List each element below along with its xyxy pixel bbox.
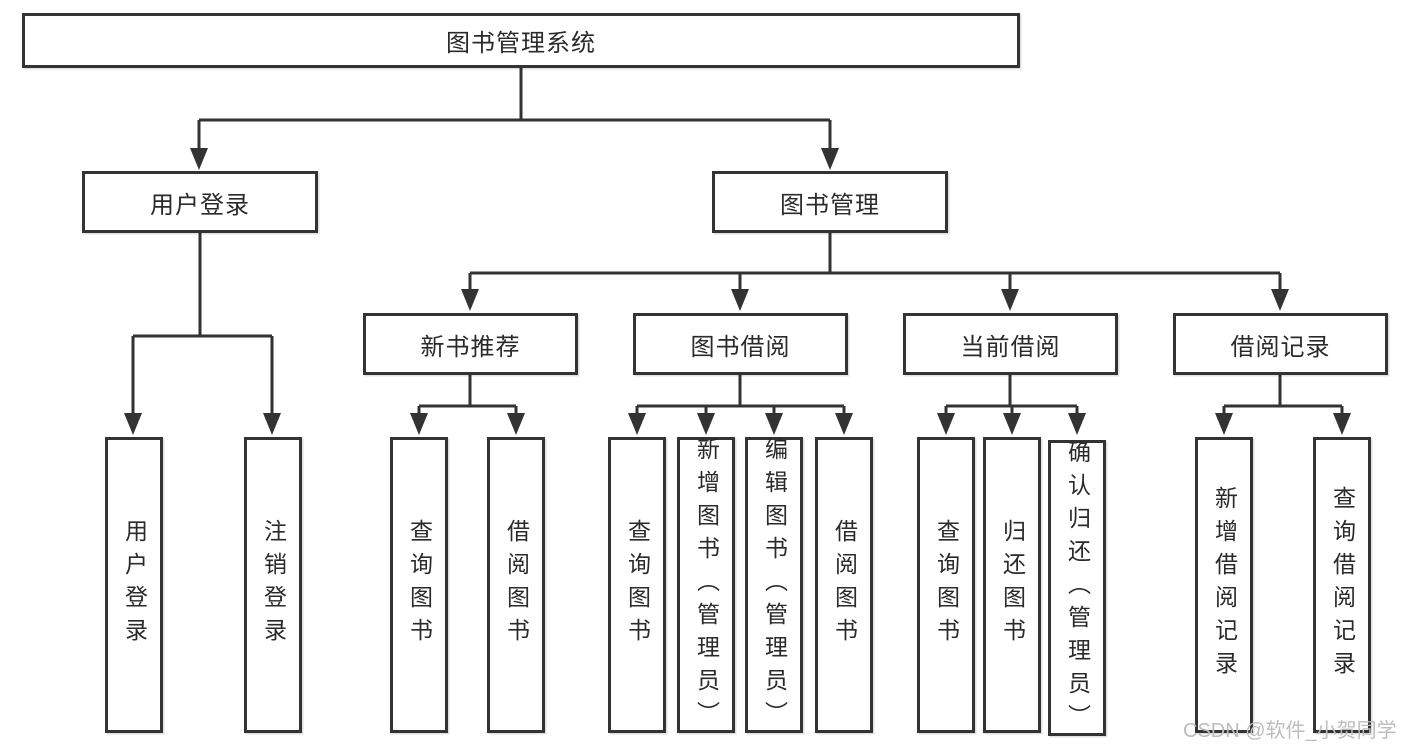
leaf-add-borrow-record: 新增借阅记录 xyxy=(1195,437,1253,733)
leaf-borrow-books: 借阅图书 xyxy=(815,437,873,733)
leaf-label: 归还图书 xyxy=(999,519,1026,651)
arrow-icon xyxy=(835,413,853,435)
leaf-confirm-return-admin: 确认归还（管理员） xyxy=(1048,439,1106,737)
leaf-query-books-borrow: 查询图书 xyxy=(608,437,666,733)
arrow-icon xyxy=(765,413,783,435)
leaf-logout: 注销登录 xyxy=(244,437,302,733)
node-book-borrowing: 图书借阅 xyxy=(633,313,848,375)
leaf-label: 编辑图书（管理员） xyxy=(761,436,788,734)
node-library-management-system: 图书管理系统 xyxy=(22,13,1020,68)
leaf-borrow-books-recommend: 借阅图书 xyxy=(487,437,545,733)
leaf-label: 新增图书（管理员） xyxy=(693,436,720,734)
leaf-return-books: 归还图书 xyxy=(983,437,1041,733)
arrow-icon xyxy=(1003,413,1021,435)
leaf-query-borrow-record: 查询借阅记录 xyxy=(1313,437,1371,733)
leaf-label: 注销登录 xyxy=(260,519,287,651)
arrow-icon xyxy=(461,289,479,311)
leaf-label: 查询图书 xyxy=(624,519,651,651)
arrow-icon xyxy=(1215,413,1233,435)
leaf-label: 确认归还（管理员） xyxy=(1064,439,1091,737)
arrow-icon xyxy=(1333,413,1351,435)
arrow-icon xyxy=(263,413,281,435)
leaf-label: 借阅图书 xyxy=(503,519,530,651)
node-borrowing-records: 借阅记录 xyxy=(1173,313,1388,375)
arrow-icon xyxy=(124,413,142,435)
leaf-label: 查询图书 xyxy=(933,519,960,651)
arrow-icon xyxy=(731,289,749,311)
watermark: CSDN @软件_小贺同学 xyxy=(1183,720,1397,742)
leaf-label: 借阅图书 xyxy=(831,519,858,651)
leaf-label: 用户登录 xyxy=(121,519,148,651)
arrow-icon xyxy=(1001,289,1019,311)
leaf-add-books-admin: 新增图书（管理员） xyxy=(677,436,735,734)
leaf-query-books-recommend: 查询图书 xyxy=(390,437,448,733)
leaf-label: 查询借阅记录 xyxy=(1329,486,1356,684)
arrow-icon xyxy=(190,148,208,170)
arrow-icon xyxy=(1271,289,1289,311)
node-current-borrowing: 当前借阅 xyxy=(903,313,1118,375)
leaf-user-login: 用户登录 xyxy=(105,437,163,733)
arrow-icon xyxy=(410,413,428,435)
leaf-edit-books-admin: 编辑图书（管理员） xyxy=(745,436,803,734)
node-user-login: 用户登录 xyxy=(82,171,318,233)
node-book-management: 图书管理 xyxy=(712,171,948,233)
arrow-icon xyxy=(937,413,955,435)
arrow-icon xyxy=(628,413,646,435)
node-new-book-recommendation: 新书推荐 xyxy=(363,313,578,375)
arrow-icon xyxy=(821,148,839,170)
arrow-icon xyxy=(1068,413,1086,435)
leaf-query-books-current: 查询图书 xyxy=(917,437,975,733)
arrow-icon xyxy=(507,413,525,435)
leaf-label: 新增借阅记录 xyxy=(1211,486,1238,684)
arrow-icon xyxy=(697,413,715,435)
leaf-label: 查询图书 xyxy=(406,519,433,651)
